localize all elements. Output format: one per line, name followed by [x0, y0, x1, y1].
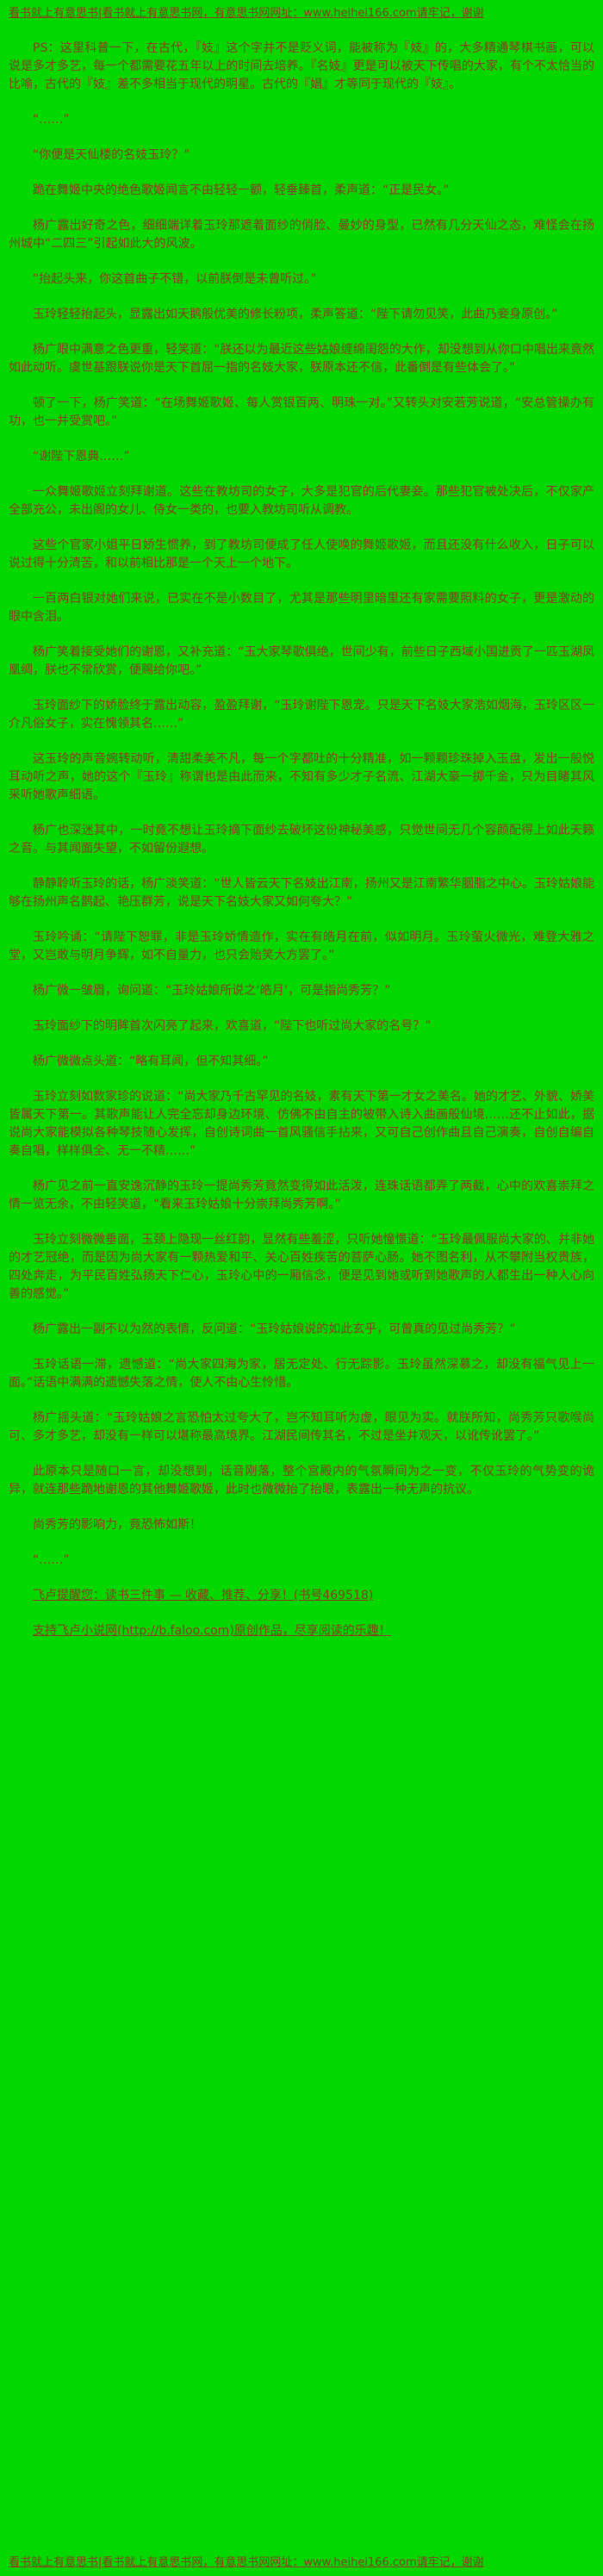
paragraph: 玉玲立刻微微垂面，玉颈上隐现一丝红韵，显然有些羞涩，只听她憧憬道：“玉玲最佩服尚… — [9, 1233, 594, 1301]
paragraph: 尚秀芳的影响力，竟恐怖如斯！ — [33, 1518, 202, 1532]
paragraph: “谢陛下恩典……” — [33, 450, 130, 464]
faloo-reminder-text: 飞卢提醒您：读书三件事 — 收藏、推荐、分享！(书号469518) — [33, 1589, 374, 1602]
paragraph: 这玉玲的声音婉转动听，清甜柔美不凡，每一个字都吐的十分精准，如一颗颗珍珠掉入玉盘… — [9, 752, 594, 802]
paragraph: 跪在舞姬中央的绝色歌姬闻言不由轻轻一颤，轻垂臻首，柔声道：“正是民女。” — [33, 184, 450, 197]
paragraph: “……” — [33, 113, 70, 127]
site-header-link[interactable]: 看书就上有意思书|看书就上有意思书网，有意思书网网址：www.heihei166… — [9, 7, 484, 20]
paragraph: 杨广摇头道：“玉玲姑娘之言恐怕太过夸大了，岂不知耳听为虚，眼见为实。就朕所知，尚… — [9, 1411, 594, 1443]
paragraph: 一众舞姬歌姬立刻拜谢道。这些在教坊司的女子，大多是犯官的后代妻妾。那些犯官被处决… — [9, 485, 594, 517]
paragraph: 静静聆听玉玲的话，杨广淡笑道：“世人皆云天下名妓出江南，扬州又是江南繁华胭脂之中… — [9, 877, 594, 909]
paragraph: 杨广眼中满意之色更重，轻笑道：“朕还以为最近这些姑娘缠绵闺怨的大作，却没想到从你… — [9, 343, 594, 375]
paragraph: 玉玲吟诵：“请陛下恕罪，非是玉玲娇情造作，实在有皓月在前，似如明月。玉玲萤火微光… — [9, 930, 594, 962]
paragraph: 玉玲话语一滞，遗憾道：“尚大家四海为家，居无定处、行无踪影。玉玲虽然深慕之，却没… — [9, 1358, 594, 1390]
paragraph: 此原本只是随口一言，却没想到，话音刚落，整个宫殿内的气氛瞬间为之一变，不仅玉玲的… — [9, 1465, 594, 1496]
chapter-content: PS：这里科普一下，在古代，『妓』这个字并不是贬义词，能被称为『妓』的，大多精通… — [9, 40, 594, 1570]
site-footer-link[interactable]: 看书就上有意思书|看书就上有意思书网，有意思书网网址：www.heihei166… — [9, 2556, 484, 2569]
faloo-support-link[interactable]: 支持飞卢小说网(http://b.faloo.com)原创作品，尽享阅读的乐趣！ — [33, 1624, 391, 1638]
paragraph: “……” — [33, 1553, 70, 1567]
paragraph: 玉玲面纱下的明眸首次闪亮了起来，欢喜道，“陛下也听过尚大家的名号？” — [33, 1019, 432, 1033]
paragraph: “你便是天仙楼的名妓玉玲？” — [33, 148, 190, 162]
paragraph: 顿了一下，杨广笑道：“在场舞姬歌姬、每人赏银百两、明珠一对。”又转头对安若芳说道… — [9, 396, 594, 428]
paragraph: 玉玲轻轻抬起头，显露出如天鹅般优美的修长粉项，柔声答道：“陛下请勿见笑，此曲乃妾… — [33, 308, 558, 321]
paragraph: 这些个官家小姐平日娇生惯养，到了教坊司便成了任人使唤的舞姬歌姬，而且还没有什么收… — [9, 538, 594, 570]
paragraph: 杨广露出一副不以为然的表情，反问道：“玉玲姑娘说的如此玄乎，可曾真的见过尚秀芳？… — [33, 1322, 516, 1336]
paragraph: 杨广微微点头道：“略有耳闻，但不知其细。” — [33, 1055, 269, 1068]
paragraph: “抬起头来，你这首曲子不错，以前朕倒是未曾听过。” — [33, 272, 317, 286]
paragraph: 杨广笑着接受她们的谢恩，又补充道：“玉大家琴歌俱绝，世间少有，前些日子西域小国进… — [9, 645, 594, 677]
paragraph: 玉玲立刻如数家珍的说道：“尚大家乃千古罕见的名妓，素有天下第一才女之美名。她的才… — [9, 1090, 594, 1158]
paragraph: 一百两白银对她们来说，已实在不是小数目了，尤其是那些明里暗里还有家需要照料的女子… — [9, 592, 594, 624]
paragraph: 杨广微一皱眉，询问道：“玉玲姑娘所说之‘皓月’，可是指尚秀芳？” — [33, 984, 391, 998]
paragraph: 杨广也深迷其中，一时竟不想让玉玲摘下面纱去破坏这份神秘美感，只觉世间无几个容颜配… — [9, 824, 594, 856]
paragraph: 杨广见之前一直安逸沉静的玉玲一提尚秀芳竟然变得如此活泼，连珠话语都弄了两截，心中… — [9, 1179, 594, 1211]
paragraph: 杨广露出好奇之色，细细端详着玉玲那遮着面纱的俏脸、曼妙的身型，已然有几分天仙之态… — [9, 219, 594, 251]
paragraph: 玉玲面纱下的娇脸终于露出动容，盈盈拜谢，“玉玲谢陛下恩宠。只是天下名妓大家浩如烟… — [9, 699, 594, 731]
paragraph: PS：这里科普一下，在古代，『妓』这个字并不是贬义词，能被称为『妓』的，大多精通… — [9, 41, 594, 91]
